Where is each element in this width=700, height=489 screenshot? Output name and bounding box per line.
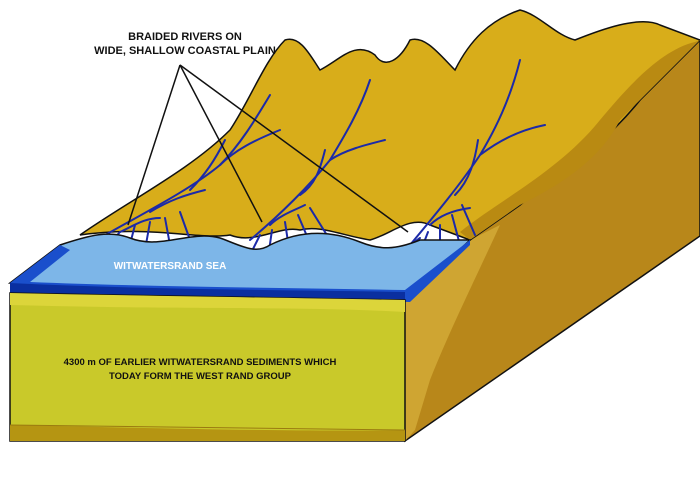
rivers-label-line2: WIDE, SHALLOW COASTAL PLAIN — [94, 45, 276, 57]
sea-deep-band — [10, 240, 470, 302]
sea-dark-strip — [10, 283, 405, 300]
block-front-base-line — [9, 424, 406, 431]
sediments-label-line1: 4300 m OF EARLIER WITWATERSRAND SEDIMENT… — [64, 357, 337, 368]
block-front-base — [10, 425, 405, 441]
sediments-label-line2: TODAY FORM THE WEST RAND GROUP — [109, 371, 292, 382]
sea-label: WITWATERSRAND SEA — [114, 261, 227, 272]
rivers-label-line1: BRAIDED RIVERS ON — [128, 31, 242, 43]
mountain-shadow — [460, 40, 700, 240]
block-front-upper-layer — [10, 293, 405, 312]
river-label-pointers — [127, 64, 409, 233]
